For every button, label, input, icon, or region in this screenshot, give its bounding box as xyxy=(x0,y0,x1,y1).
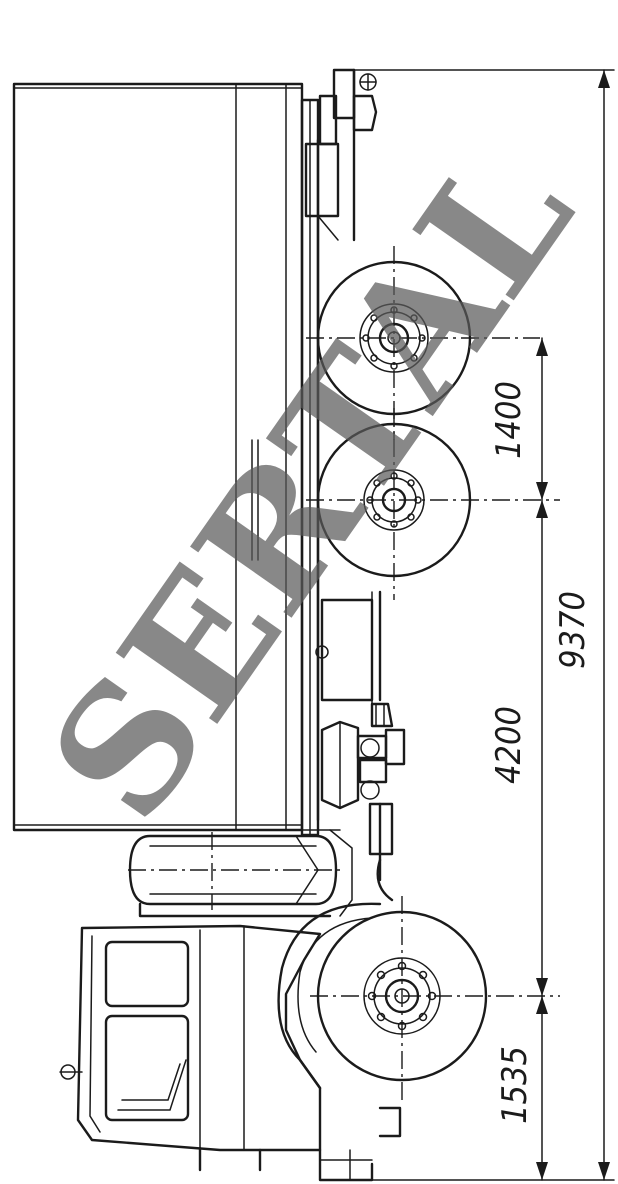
rear-wheel-1 xyxy=(306,246,540,440)
front-fender xyxy=(277,902,382,1090)
dimension-front-overhang: 1535 xyxy=(495,1046,535,1124)
front-wheel xyxy=(310,896,560,1100)
spare-wheel xyxy=(128,829,353,918)
front-bumper xyxy=(318,1106,402,1182)
fuel-tank xyxy=(315,590,382,711)
dimension-labels: 1400 9370 4200 1535 xyxy=(489,381,593,1124)
dimension-axle-spacing: 1400 xyxy=(489,381,529,459)
dimension-lines xyxy=(353,69,615,1181)
rear-wheel-2 xyxy=(306,408,560,600)
dimension-overall-length: 9370 xyxy=(553,591,593,669)
cab xyxy=(59,924,322,1172)
rear-bumper xyxy=(304,68,378,242)
dimension-wheelbase: 4200 xyxy=(489,706,529,784)
air-tanks-valves xyxy=(320,702,406,902)
